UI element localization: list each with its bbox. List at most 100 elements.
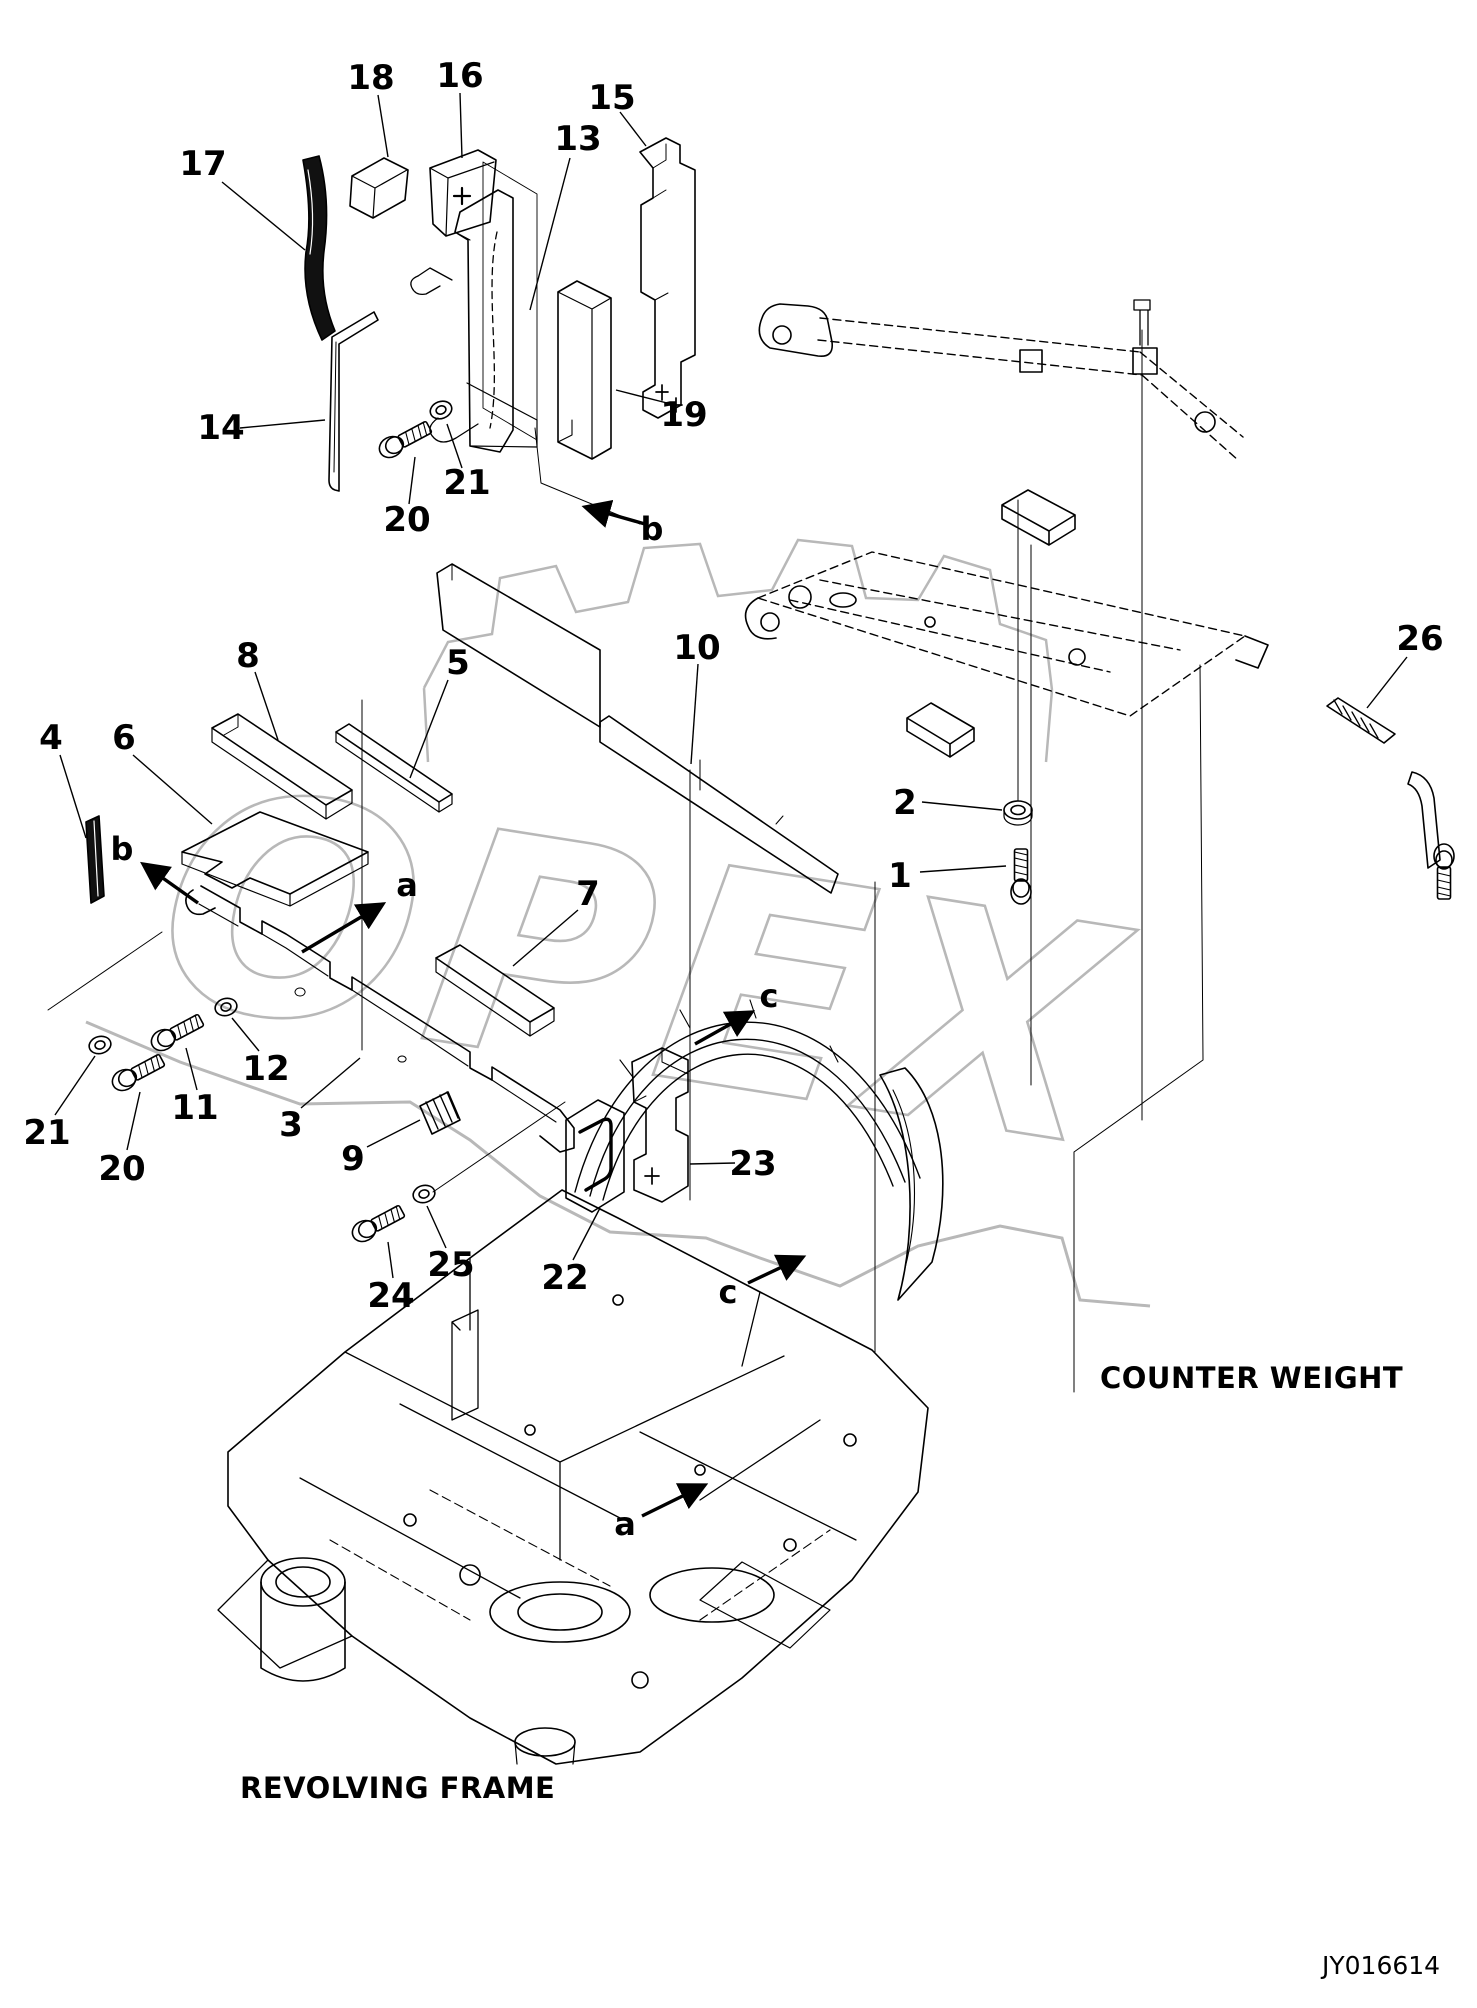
bolt-24 bbox=[347, 1201, 408, 1247]
part-10-wall-plate bbox=[436, 563, 839, 894]
leader-part-24 bbox=[387, 1241, 394, 1279]
part-label-1: 1 bbox=[888, 856, 912, 896]
part-label-14: 14 bbox=[197, 408, 244, 448]
leader-part-11 bbox=[185, 1047, 198, 1091]
part-label-2: 2 bbox=[893, 783, 917, 823]
part-label-17: 17 bbox=[179, 144, 226, 184]
part-label-23: 23 bbox=[729, 1144, 776, 1184]
part-22-bracket-plate bbox=[565, 1099, 625, 1213]
part-label-18: 18 bbox=[347, 58, 394, 98]
bolt-20-top bbox=[374, 417, 435, 463]
view-arrow-b bbox=[581, 499, 646, 528]
gear-watermark-outline bbox=[422, 538, 1054, 763]
part-label-16: 16 bbox=[436, 56, 483, 96]
drawing-number: JY016614 bbox=[1320, 1951, 1440, 1980]
washer-25 bbox=[410, 1182, 438, 1206]
leader-part-21 bbox=[54, 1055, 96, 1116]
part-19-pad bbox=[557, 280, 612, 460]
part-label-11: 11 bbox=[171, 1088, 218, 1128]
part-label-8: 8 bbox=[236, 636, 260, 676]
view-label-c: c bbox=[760, 977, 779, 1015]
washer-21-top bbox=[426, 397, 456, 423]
leader-part-10 bbox=[690, 663, 699, 765]
part-label-19: 19 bbox=[660, 395, 707, 435]
leader-part-18 bbox=[377, 94, 389, 158]
washer-21-mid bbox=[86, 1033, 114, 1057]
part-label-20: 20 bbox=[383, 500, 430, 540]
part-label-3: 3 bbox=[279, 1105, 303, 1145]
leader-part-19 bbox=[615, 389, 668, 404]
leader-part-21 bbox=[446, 423, 463, 469]
part-17-seal-strip bbox=[302, 155, 336, 341]
view-label-b: b bbox=[641, 510, 664, 548]
part-label-24: 24 bbox=[367, 1276, 414, 1316]
part-label-7: 7 bbox=[576, 874, 600, 914]
part-label-25: 25 bbox=[427, 1245, 474, 1285]
part-label-21: 21 bbox=[23, 1113, 70, 1153]
part-label-9: 9 bbox=[341, 1139, 365, 1179]
view-label-c: c bbox=[719, 1273, 738, 1311]
part-label-20: 20 bbox=[98, 1149, 145, 1189]
part-15-bracket-plate bbox=[639, 137, 696, 419]
leader-part-25 bbox=[426, 1205, 447, 1249]
leader-part-2 bbox=[921, 801, 1003, 811]
part-13-cover-plate bbox=[410, 161, 538, 453]
view-arrow-c bbox=[747, 1254, 807, 1285]
part-4-strip bbox=[85, 815, 105, 904]
leader-part-20 bbox=[126, 1091, 141, 1151]
bolt-right-edge bbox=[1433, 843, 1455, 900]
part-label-5: 5 bbox=[446, 643, 470, 683]
part-label-21: 21 bbox=[443, 463, 490, 503]
view-label-a: a bbox=[396, 866, 418, 904]
leader-part-3 bbox=[300, 1057, 361, 1109]
watermark-swoosh bbox=[85, 1020, 1151, 1308]
part-8-pad bbox=[211, 713, 353, 820]
view-b-top-connector bbox=[534, 427, 641, 525]
part-5-bar bbox=[335, 723, 453, 813]
part-6-plate bbox=[181, 811, 369, 907]
view-label-a: a bbox=[614, 1505, 636, 1543]
part-label-4: 4 bbox=[39, 718, 63, 758]
construction-lines bbox=[47, 329, 1204, 1393]
leader-part-5 bbox=[409, 679, 449, 779]
part-label-6: 6 bbox=[112, 718, 136, 758]
bent-strip-right bbox=[1407, 771, 1441, 869]
caption-counter-weight: COUNTER WEIGHT bbox=[1100, 1361, 1403, 1395]
view-arrow-a bbox=[641, 1483, 709, 1518]
part-label-26: 26 bbox=[1396, 619, 1443, 659]
leader-part-4 bbox=[59, 754, 87, 839]
leader-part-1 bbox=[919, 865, 1007, 873]
view-arrow-a bbox=[301, 902, 387, 954]
view-arrow-b bbox=[140, 861, 199, 905]
part-label-12: 12 bbox=[242, 1049, 289, 1089]
leader-part-7 bbox=[512, 909, 579, 967]
leader-part-15 bbox=[619, 111, 647, 147]
leader-part-13 bbox=[529, 157, 571, 311]
part-7-pad bbox=[435, 944, 555, 1037]
caption-revolving-frame: REVOLVING FRAME bbox=[240, 1771, 555, 1805]
strip-26 bbox=[1326, 697, 1396, 744]
leader-part-22 bbox=[572, 1207, 601, 1261]
leader-part-20 bbox=[408, 456, 416, 505]
part-label-13: 13 bbox=[554, 119, 601, 159]
leader-part-14 bbox=[239, 419, 326, 429]
leader-part-23 bbox=[689, 1162, 736, 1165]
part-label-22: 22 bbox=[541, 1258, 588, 1298]
leader-part-26 bbox=[1366, 656, 1408, 709]
part-label-15: 15 bbox=[588, 78, 635, 118]
leader-part-17 bbox=[221, 181, 306, 251]
leader-part-8 bbox=[254, 671, 279, 741]
part-18-pad bbox=[349, 157, 409, 219]
leader-part-12 bbox=[231, 1017, 260, 1052]
revolving-frame-drawing bbox=[217, 999, 944, 1765]
part-label-10: 10 bbox=[673, 628, 720, 668]
part-9-shim bbox=[419, 1091, 461, 1135]
part-16-pad bbox=[429, 149, 497, 237]
leader-part-6 bbox=[132, 754, 213, 825]
part-23-bracket-plate bbox=[631, 1047, 689, 1203]
view-arrow-c bbox=[694, 1010, 756, 1046]
leader-part-16 bbox=[459, 92, 463, 159]
view-label-b: b bbox=[111, 830, 134, 868]
